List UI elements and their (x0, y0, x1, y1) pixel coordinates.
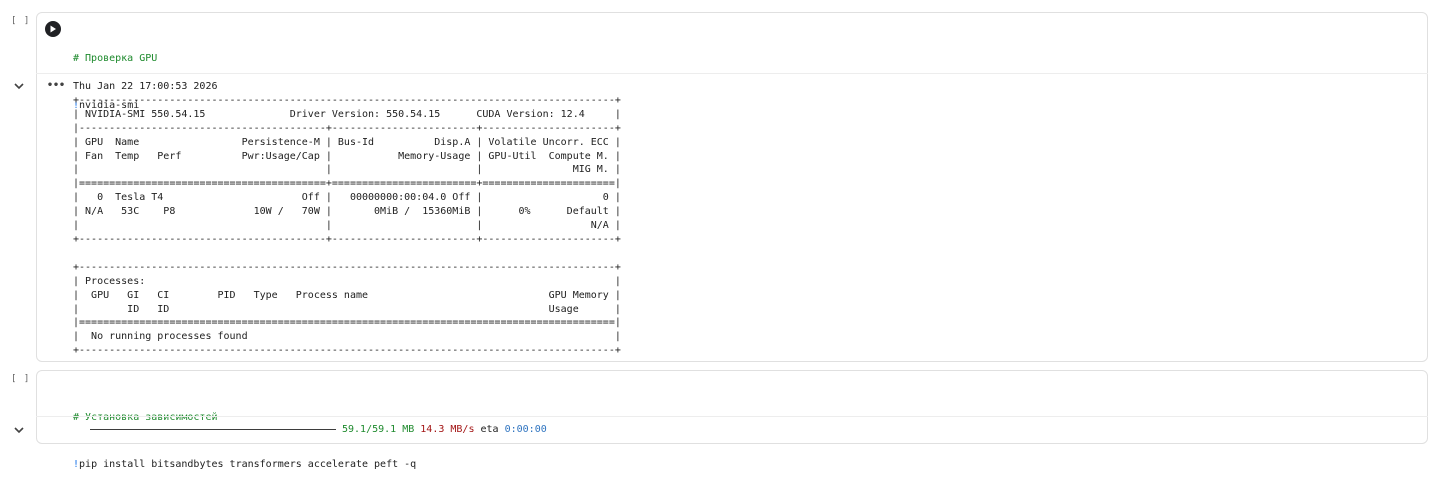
nvidia-smi-output: Thu Jan 22 17:00:53 2026 +--------------… (73, 81, 621, 357)
shell-command: nvidia-smi (79, 99, 140, 111)
cell-execution-count: [ ] (11, 16, 31, 26)
download-size: 59.1/59.1 MB (342, 424, 415, 435)
chevron-down-icon (14, 82, 24, 89)
collapse-output-button[interactable] (12, 423, 26, 437)
code-cell-2 (36, 370, 1428, 444)
chevron-down-icon (14, 426, 24, 433)
shell-bang: ! (73, 99, 80, 111)
output-actions-button[interactable]: ••• (47, 80, 66, 91)
code-cell-1 (36, 12, 1428, 362)
pip-progress-line: 59.1/59.1 MB 14.3 MB/s eta 0:00:00 (90, 424, 547, 435)
code-editor-1[interactable]: # Проверка GPU !nvidia-smi (73, 20, 157, 129)
download-progress-bar (90, 429, 336, 430)
code-comment: # Установка зависимостей (73, 412, 218, 423)
code-comment: # Проверка GPU (73, 53, 158, 64)
output-divider (36, 416, 1428, 417)
run-cell-button[interactable] (45, 21, 61, 37)
eta-label: eta (480, 424, 499, 435)
output-divider (36, 73, 1428, 74)
cell-execution-count: [ ] (11, 374, 31, 384)
shell-command: pip install bitsandbytes transformers ac… (79, 458, 417, 470)
eta-value: 0:00:00 (504, 424, 547, 435)
download-speed: 14.3 MB/s (420, 424, 475, 435)
collapse-output-button[interactable] (12, 79, 26, 93)
play-icon (50, 25, 56, 33)
